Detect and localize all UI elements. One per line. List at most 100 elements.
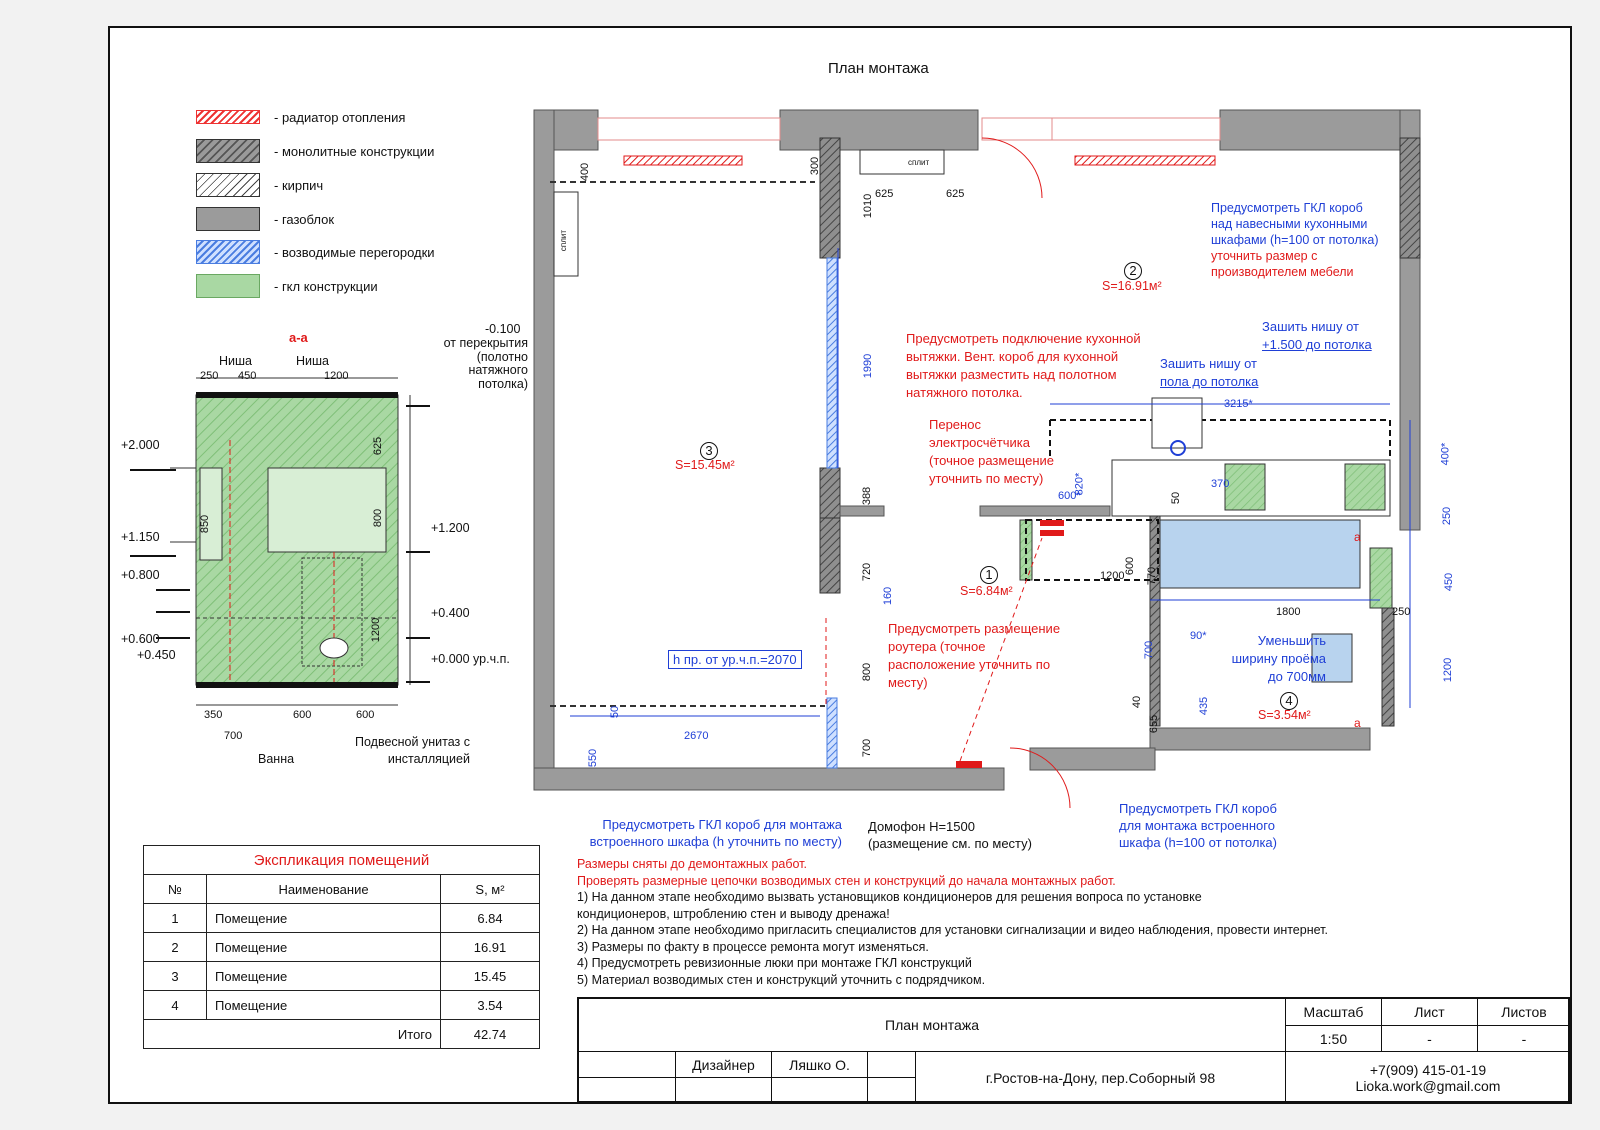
dim-label: 50 <box>609 705 622 719</box>
legend-item-gkl: - гкл конструкции <box>196 273 378 299</box>
monolith-wall <box>1399 137 1421 259</box>
dim-label: 450 <box>238 370 257 382</box>
dim-label: 388 <box>861 486 874 506</box>
legend-item-mono: - монолитные конструкции <box>196 138 434 164</box>
wall-segment <box>779 109 979 151</box>
room-area: S=3.54м² <box>1258 708 1311 722</box>
wall-segment <box>1029 747 1156 771</box>
section-mark: а <box>1354 530 1361 544</box>
dim-label: 850 <box>199 514 212 534</box>
section-top-level: -0.100 <box>485 322 521 336</box>
level-label: +0.800 <box>121 568 160 582</box>
floor-plan <box>533 109 1421 808</box>
dim-label: 3215* <box>1224 398 1253 410</box>
legend-item-gas: - газоблок <box>196 206 334 232</box>
toilet-icon <box>1311 633 1353 683</box>
dim-label: 800 <box>372 508 385 528</box>
stamp-role: Дизайнер <box>675 1051 771 1077</box>
dim-label: 700 <box>861 738 874 758</box>
new-partition <box>826 257 838 469</box>
level-label: +0.000 ур.ч.п. <box>431 652 510 666</box>
bath-wall <box>1149 515 1161 727</box>
wall-segment <box>979 505 1111 517</box>
note-h-level: h пр. от ур.ч.п.=2070 <box>668 650 802 669</box>
stamp-email: Lioka.work@gmail.com <box>1355 1077 1501 1094</box>
legend-label: - монолитные конструкции <box>274 143 435 159</box>
room-area: S=16.91м² <box>1102 279 1162 293</box>
dim-label: 700 <box>224 730 243 742</box>
dim-label: 625 <box>946 188 965 200</box>
meter-mark <box>1040 520 1064 526</box>
stamp-title: План монтажа <box>885 1017 979 1033</box>
radiator <box>623 155 743 166</box>
dim-label: 250 <box>1441 506 1454 526</box>
dim-label: 435 <box>1198 696 1211 716</box>
room-area: S=6.84м² <box>960 584 1013 598</box>
stamp-contacts: +7(909) 415-01-19 Lioka.work@gmail.com <box>1285 1051 1570 1103</box>
window <box>1049 117 1221 141</box>
ceiling-line <box>196 392 398 398</box>
radiator <box>1074 155 1216 166</box>
general-notes: Размеры сняты до демонтажных работ. Пров… <box>577 857 1328 987</box>
level-label: +0.400 <box>431 606 470 620</box>
radiator-swatch <box>196 110 260 124</box>
dim-label: 2670 <box>684 730 709 742</box>
dim-label: 625 <box>372 436 385 456</box>
room-number: 4 <box>1280 692 1298 710</box>
stamp-sheets-label: Листов <box>1477 999 1570 1025</box>
dim-label: 350 <box>204 709 223 721</box>
bath-wall <box>1381 607 1395 727</box>
explication-title: Экспликация помещений <box>143 845 540 875</box>
dim-label: 90* <box>1190 630 1207 642</box>
stove-icon <box>1151 397 1203 449</box>
split-unit <box>553 191 579 277</box>
room-number: 1 <box>980 566 998 584</box>
stamp-scale-label: Масштаб <box>1285 999 1381 1025</box>
dim-label: 1010 <box>862 193 875 219</box>
dim-label: 50 <box>1170 491 1183 505</box>
legend-item-brick: - кирпич <box>196 172 323 198</box>
dim-label: 400* <box>1439 442 1452 466</box>
dim-label: 1200 <box>1442 657 1455 683</box>
monolith-wall <box>819 517 841 594</box>
dim-label: 1200 <box>324 370 349 382</box>
bathtub <box>1159 519 1361 589</box>
explication-table: Экспликация помещений № Наименование S, … <box>143 845 540 1049</box>
dim-label: 370 <box>1211 478 1230 490</box>
floor-line <box>196 682 398 688</box>
stamp-phone: +7(909) 415-01-19 <box>1369 1061 1487 1078</box>
dim-label: 800 <box>861 662 874 682</box>
room-number: 2 <box>1124 262 1142 280</box>
split-label: сплит <box>559 229 569 252</box>
legend-label: - радиатор отопления <box>274 109 406 125</box>
wall-segment <box>1149 727 1371 751</box>
legend-item-radiator: - радиатор отопления <box>196 104 405 130</box>
monolith-wall <box>819 137 841 259</box>
dim-label: 1200 <box>370 617 383 643</box>
room-number: 3 <box>700 442 718 460</box>
dim-label: 550 <box>587 748 600 768</box>
niche-rect <box>267 467 387 553</box>
table-header: № <box>143 874 207 904</box>
legend-label: - газоблок <box>274 211 335 227</box>
dim-label: 400 <box>579 162 592 182</box>
legend-item-new: - возводимые перегородки <box>196 239 435 265</box>
bath-label: Ванна <box>258 752 295 766</box>
level-label: +1.200 <box>431 521 470 535</box>
split-label: сплит <box>908 158 930 167</box>
new-partition <box>826 697 838 769</box>
dim-label: 40 <box>1131 695 1144 709</box>
dim-label: 600 <box>293 709 312 721</box>
legend-label: - возводимые перегородки <box>274 244 435 260</box>
dim-label: 625 <box>875 188 894 200</box>
meter-mark <box>1040 530 1064 536</box>
